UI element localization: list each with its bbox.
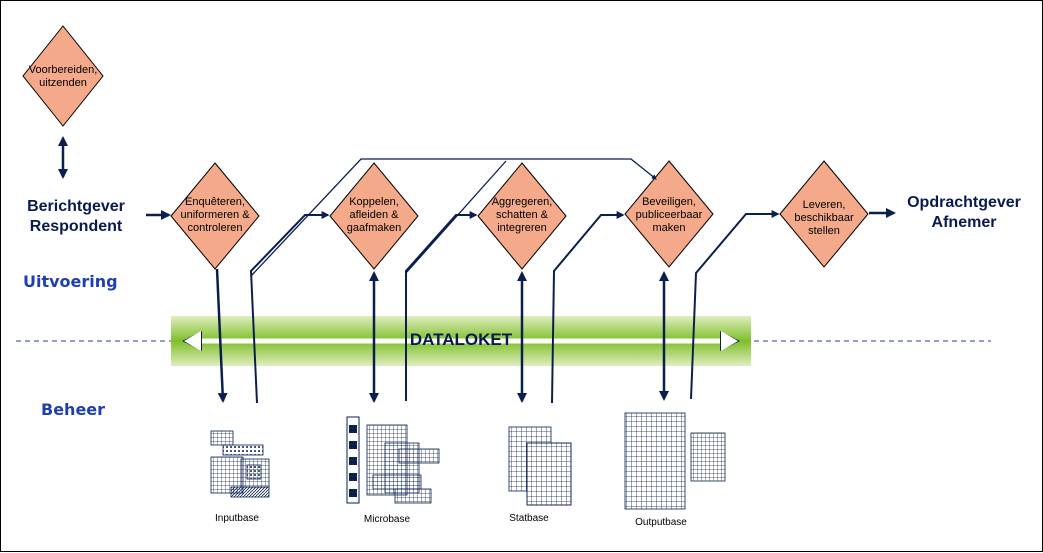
dataloket-label: DATALOKET xyxy=(409,330,513,349)
step-label-beveiligen: Beveiligen, publiceerbaar maken xyxy=(635,196,703,234)
right-actor: Opdrachtgever Afnemer xyxy=(894,193,1034,233)
connector-statbase-beveiligen xyxy=(551,211,625,404)
step-label-koppelen: Koppelen, afleiden & gaafmaken xyxy=(346,196,402,234)
connector-outputbase-leveren xyxy=(690,210,780,400)
arrow-to-inputbase xyxy=(215,268,228,403)
db-label-microbase: Microbase xyxy=(363,514,411,525)
bypass-top-2 xyxy=(405,160,507,274)
left-actor-line1: Berichtgever xyxy=(27,198,125,215)
microbase-icon xyxy=(346,416,440,504)
diamond-beveiligen xyxy=(624,160,714,268)
left-actor-line2: Respondent xyxy=(29,218,123,235)
step-label-voorbereiden: Voorbereiden, uitzenden xyxy=(28,64,98,89)
right-actor-line2: Afnemer xyxy=(931,214,997,231)
zone-label-beheer: Beheer xyxy=(41,400,106,419)
diamond-aggregeren xyxy=(477,162,567,270)
diamond-leveren xyxy=(779,160,869,268)
step-label-leveren: Leveren, beschikbaar stellen xyxy=(794,199,854,237)
diamond-voorbereiden xyxy=(22,25,104,127)
outputbase-icon xyxy=(624,412,726,510)
step-label-enqueteren: Enquêteren, uniformeren & controleren xyxy=(180,196,250,234)
diamond-enqueteren xyxy=(170,162,260,270)
bypass-top-1 xyxy=(250,158,657,277)
diamond-koppelen xyxy=(329,162,419,270)
statbase-icon xyxy=(508,426,572,506)
step-label-aggregeren: Aggregeren, schatten & integreren xyxy=(491,196,553,234)
db-label-statbase: Statbase xyxy=(509,513,549,524)
connector-inputbase-koppelen xyxy=(249,211,330,404)
connector-microbase-aggregeren xyxy=(405,211,478,401)
right-actor-line1: Opdrachtgever xyxy=(907,194,1021,211)
zone-label-uitvoering: Uitvoering xyxy=(23,272,118,291)
inputbase-icon xyxy=(210,430,270,498)
diamonds xyxy=(22,25,869,270)
db-label-outputbase: Outputbase xyxy=(635,517,687,528)
flow-arrows xyxy=(58,136,896,404)
db-label-inputbase: Inputbase xyxy=(215,513,259,524)
left-actor: Berichtgever Respondent xyxy=(11,197,141,237)
